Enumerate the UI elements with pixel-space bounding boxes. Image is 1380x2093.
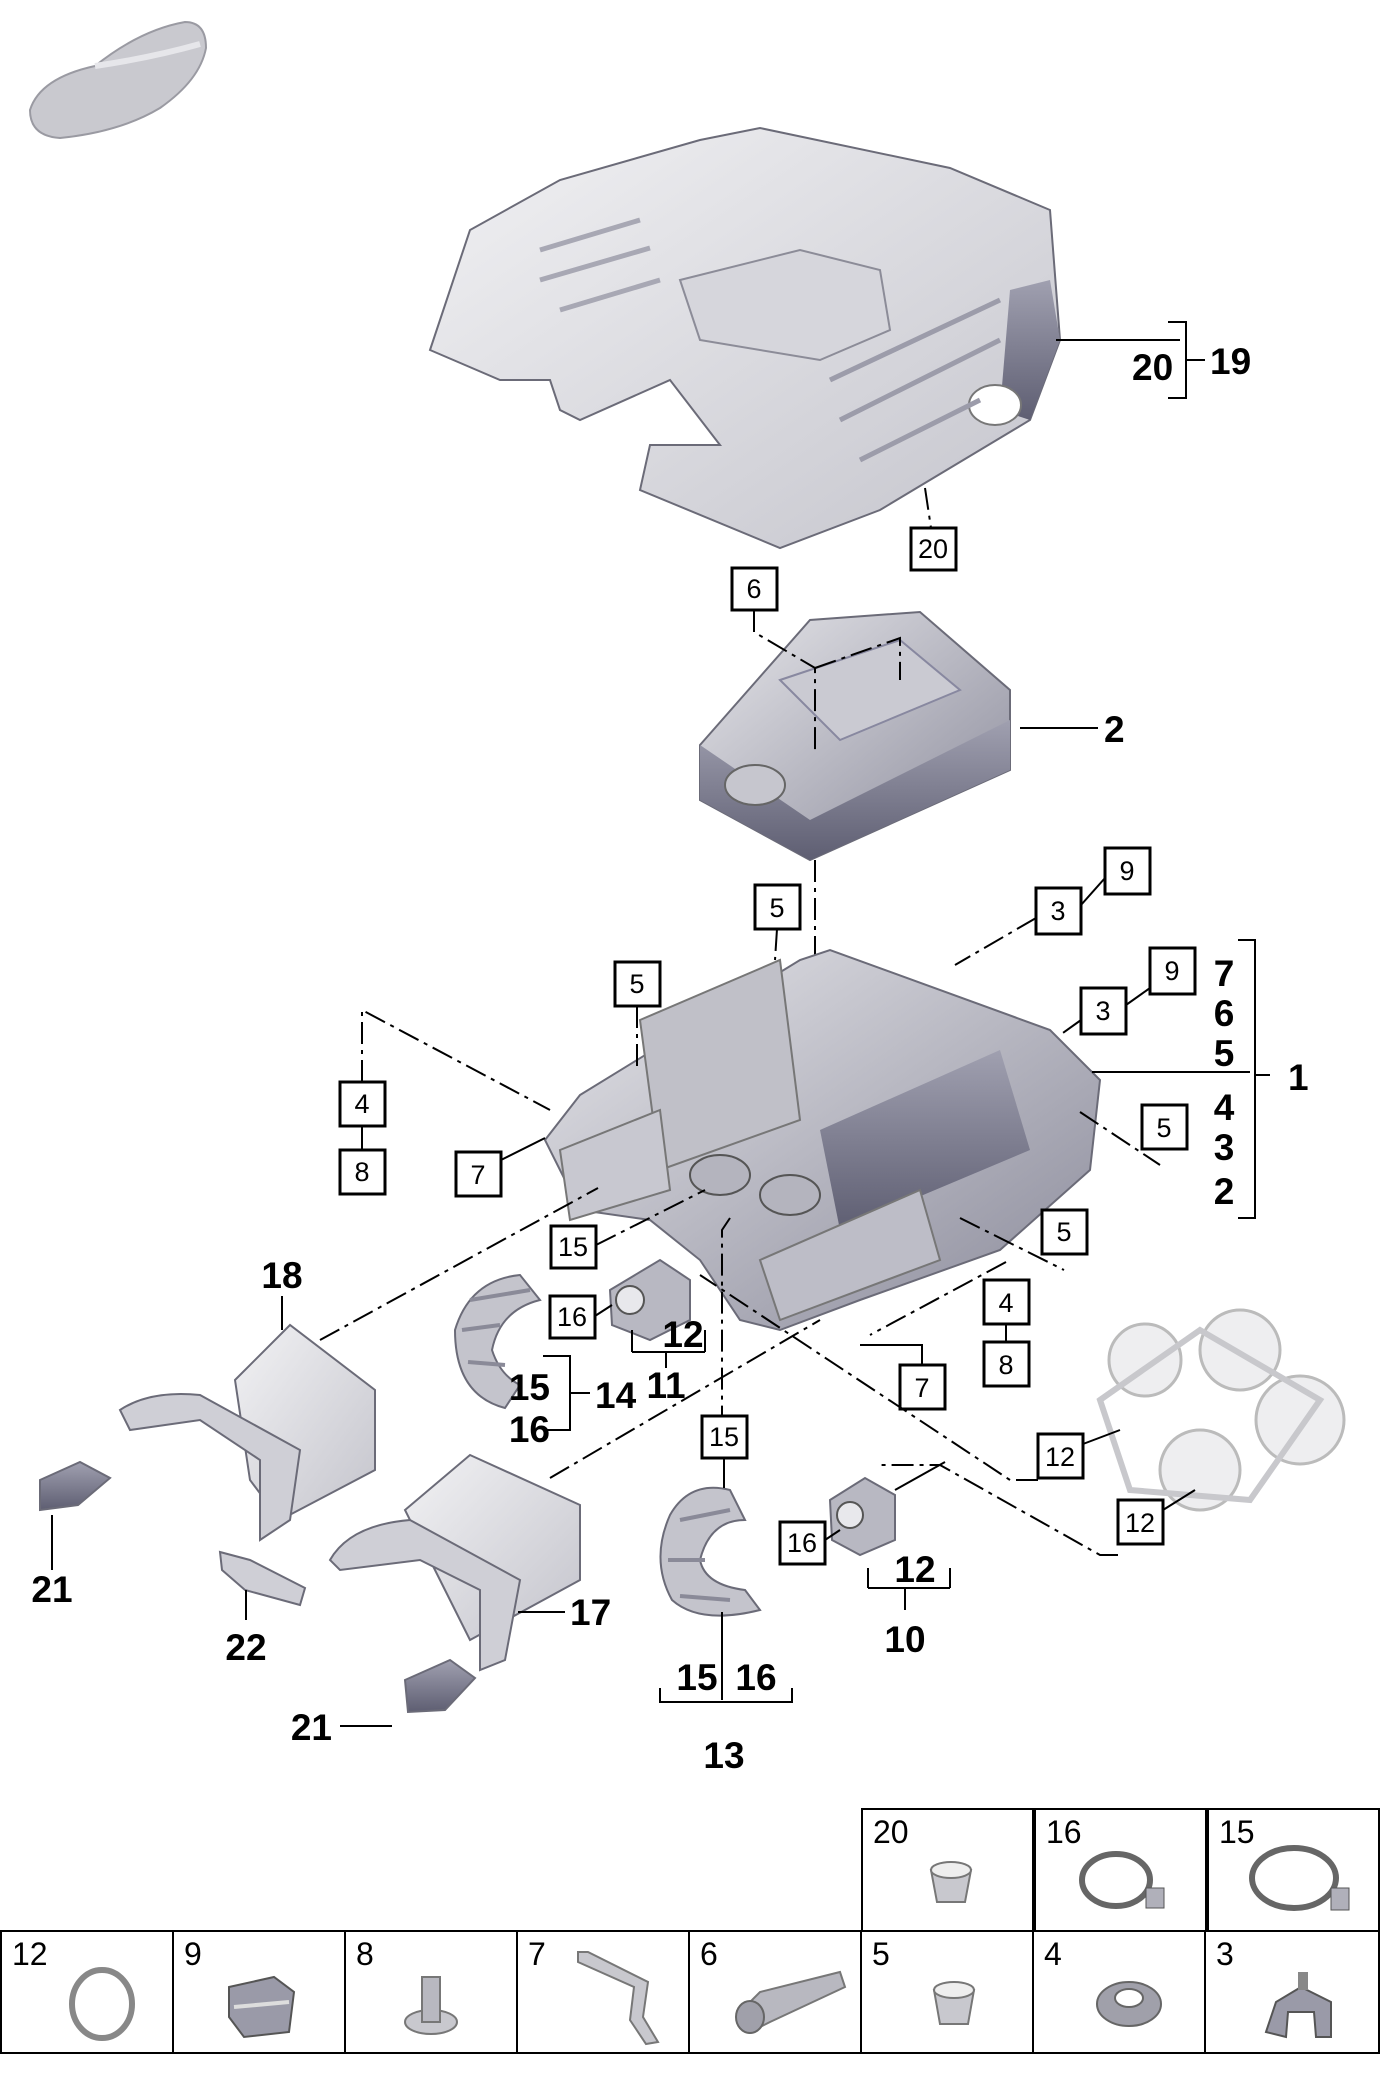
callout-4-group: 4 <box>1214 1087 1235 1128</box>
bracket-icon <box>577 1951 660 2046</box>
callout-6-group: 6 <box>1214 993 1235 1034</box>
boxed-callout-9a: 9 <box>1119 856 1134 886</box>
grommet-icon <box>932 1981 976 2025</box>
callout-1: 1 <box>1288 1057 1309 1098</box>
legend-number: 6 <box>700 1936 718 1972</box>
callout-16-a: 16 <box>509 1409 550 1450</box>
boxed-callout-5b: 5 <box>629 969 644 999</box>
bracket-part-21b <box>403 1658 477 1714</box>
legend-number: 3 <box>1216 1936 1234 1972</box>
bracket-part-22 <box>218 1550 307 1607</box>
legend-cell-4: 4 <box>1032 1930 1206 2054</box>
boxed-callout-4b: 4 <box>998 1288 1013 1318</box>
legend-cell-3: 3 <box>1204 1930 1380 2054</box>
legend-cell-6: 6 <box>688 1930 862 2054</box>
boxed-callout-4a: 4 <box>354 1089 369 1119</box>
air-filter-cover-part <box>699 610 1011 862</box>
legend-cell-12: 12 <box>0 1930 174 2054</box>
bracket-part-21a <box>39 1460 112 1512</box>
boxed-callout-20: 20 <box>918 534 948 564</box>
legend-number: 12 <box>12 1936 48 1972</box>
boxed-callout-8b: 8 <box>998 1350 1013 1380</box>
callout-20: 20 <box>1132 347 1173 388</box>
boxed-callout-5d: 5 <box>1056 1217 1071 1247</box>
boxed-callout-16a: 16 <box>557 1302 587 1332</box>
boxed-callout-3b: 3 <box>1095 996 1110 1026</box>
boxed-callout-7a: 7 <box>470 1160 485 1190</box>
legend-cell-16: 16 <box>1034 1808 1207 1932</box>
air-filter-housing-part <box>543 948 1102 1332</box>
legend-cell-15: 15 <box>1207 1808 1380 1932</box>
expansion-rivet-icon <box>404 1976 458 2035</box>
callout-2-top: 2 <box>1104 709 1125 750</box>
legend-cell-20: 20 <box>861 1808 1034 1932</box>
boxed-callout-5a: 5 <box>769 893 784 923</box>
legend-number: 5 <box>872 1936 890 1972</box>
boxed-callout-15a: 15 <box>558 1232 588 1262</box>
callout-19: 19 <box>1210 341 1251 382</box>
callout-15-b: 15 <box>676 1657 717 1698</box>
heat-shield-part-b <box>328 1453 581 1672</box>
retainer-icon <box>1264 1972 1332 2039</box>
callout-2-group: 2 <box>1214 1171 1235 1212</box>
callout-15-a: 15 <box>509 1367 550 1408</box>
boxed-callout-15b: 15 <box>709 1422 739 1452</box>
legend-number: 8 <box>356 1936 374 1972</box>
legend-number: 16 <box>1046 1814 1082 1850</box>
rubber-bushing-icon <box>1096 1981 1162 2027</box>
callout-12-a: 12 <box>662 1314 703 1355</box>
callout-11: 11 <box>646 1365 685 1406</box>
hose-clamp-icon <box>1249 1845 1350 1911</box>
callout-21-b: 21 <box>291 1707 332 1748</box>
callout-22: 22 <box>225 1627 266 1668</box>
hose-clamp-icon <box>1079 1851 1165 1909</box>
callout-5-group: 5 <box>1214 1033 1235 1074</box>
callout-13: 13 <box>703 1735 744 1776</box>
grommet-icon <box>929 1861 973 1903</box>
legend-number: 9 <box>184 1936 202 1972</box>
boxed-callout-9b: 9 <box>1164 956 1179 986</box>
callout-16-b: 16 <box>735 1657 776 1698</box>
boxed-callout-3a: 3 <box>1050 896 1065 926</box>
seal-ring-icon <box>69 1967 135 2041</box>
intake-hose-part-a <box>453 1273 542 1410</box>
legend-number: 7 <box>528 1936 546 1972</box>
boxed-callout-6: 6 <box>746 574 761 604</box>
legend-number: 15 <box>1219 1814 1255 1850</box>
engine-cover-part <box>428 126 1062 550</box>
legend-number: 20 <box>873 1814 909 1850</box>
legend-cell-9: 9 <box>172 1930 346 2054</box>
callout-10: 10 <box>884 1619 925 1660</box>
callout-18: 18 <box>261 1255 302 1296</box>
throttle-body-part-b <box>828 1476 896 1557</box>
legend-number: 4 <box>1044 1936 1062 1972</box>
heat-shield-part-a <box>118 1323 376 1542</box>
legend-cell-5: 5 <box>860 1930 1034 2054</box>
callout-7-group: 7 <box>1214 953 1235 994</box>
callout-17: 17 <box>570 1592 611 1633</box>
boxed-callout-5c: 5 <box>1156 1113 1171 1143</box>
legend-cell-8: 8 <box>344 1930 518 2054</box>
vehicle-silhouette-icon <box>28 20 208 140</box>
boxed-callout-12b: 12 <box>1125 1508 1155 1538</box>
callout-3-group: 3 <box>1214 1127 1235 1168</box>
callout-12-b: 12 <box>894 1549 935 1590</box>
boxed-callout-7b: 7 <box>914 1373 929 1403</box>
boxed-callout-16b: 16 <box>787 1528 817 1558</box>
legend-cell-7: 7 <box>516 1930 690 2054</box>
clip-icon <box>228 1975 296 2039</box>
callout-21-a: 21 <box>31 1569 72 1610</box>
throttle-body-part-a <box>608 1258 691 1342</box>
bolt-icon <box>735 1970 847 2034</box>
callout-14: 14 <box>595 1375 637 1416</box>
intake-hose-part-b <box>659 1486 762 1617</box>
turbocharger-part <box>1096 1308 1346 1512</box>
boxed-callout-8a: 8 <box>354 1157 369 1187</box>
boxed-callout-12a: 12 <box>1045 1442 1075 1472</box>
